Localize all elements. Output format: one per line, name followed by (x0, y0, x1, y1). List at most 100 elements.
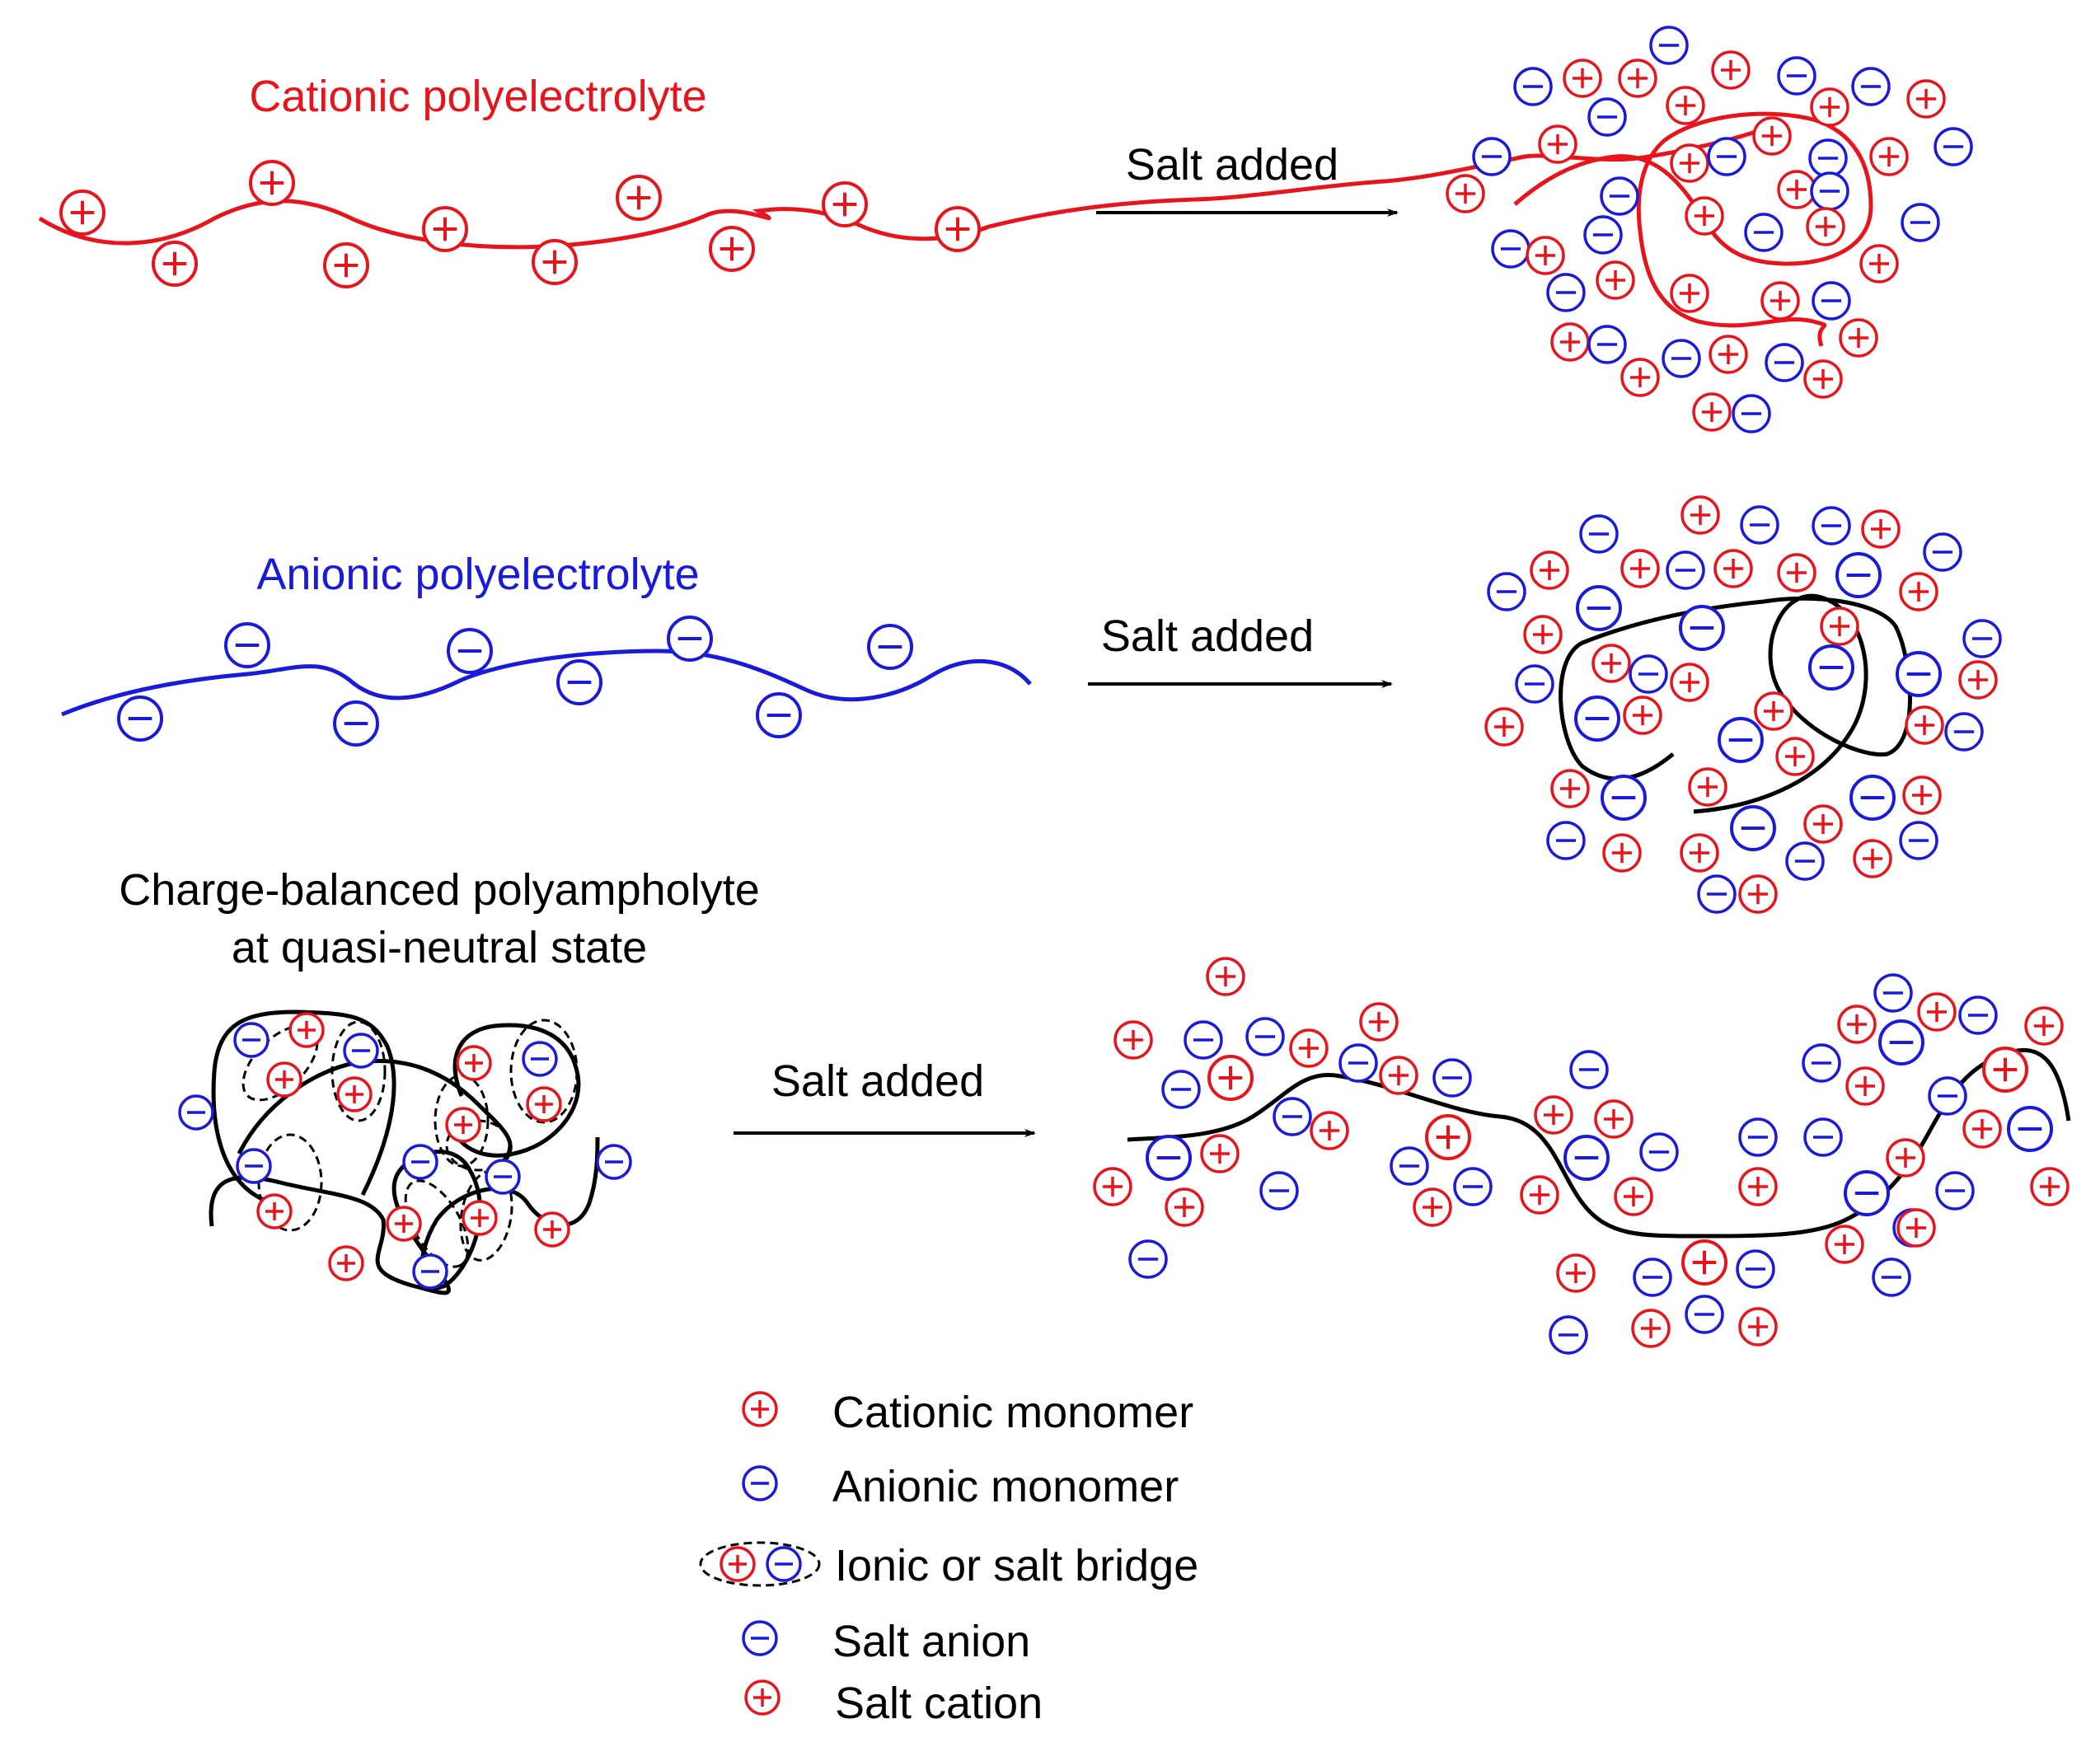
salt-cation (1859, 244, 1899, 283)
salt-anion (1453, 1167, 1493, 1206)
salt-cation (1591, 644, 1631, 683)
salt-anion (1730, 805, 1776, 851)
polyampholyte-title-line1: Charge-balanced polyampholyte (119, 865, 760, 915)
cationic-monomer (756, 692, 802, 738)
salt-cation (1982, 1047, 2028, 1093)
anion-icon (742, 1620, 778, 1656)
salt-anion (1777, 56, 1816, 96)
salt-anion (1765, 343, 1804, 382)
anionic-monomer (485, 1159, 521, 1195)
cationic-monomer (336, 1076, 373, 1112)
anionic-monomer (233, 1022, 270, 1058)
salt-cation (1602, 833, 1642, 873)
salt-cation (1631, 1309, 1671, 1348)
salt-bridge-outline (509, 1019, 579, 1124)
salt-cation (1902, 775, 1942, 815)
salt-cation (1803, 804, 1843, 844)
salt-anion (1923, 532, 1962, 572)
salt-cation (1820, 607, 1859, 646)
cationic-monomer (152, 241, 198, 287)
salt-anion (1872, 1258, 1911, 1297)
cationic-monomer (616, 175, 662, 221)
salt-anion (1697, 874, 1737, 914)
cationic-monomer (386, 1206, 422, 1242)
anionic-chain (61, 649, 1032, 717)
anionic-title: Anionic polyelectrolyte (256, 550, 699, 599)
salt-cation (1563, 59, 1602, 98)
salt-anion (1707, 137, 1746, 176)
salt-anion (1338, 1043, 1378, 1083)
salt-cation (1688, 767, 1727, 807)
legend-label-salt-cation: Salt cation (835, 1679, 1043, 1728)
salt-anion (1944, 712, 1984, 752)
salt-anion (1803, 1117, 1843, 1157)
cationic-monomer (462, 1200, 498, 1236)
salt-cation (1681, 1239, 1727, 1286)
salt-cation (1594, 1099, 1634, 1139)
cationic-monomer (532, 239, 578, 285)
salt-cation (1917, 992, 1957, 1032)
salt-cation (1207, 1055, 1254, 1101)
salt-cation (1526, 236, 1565, 275)
salt-anion (1744, 213, 1784, 252)
salt-cation (1738, 874, 1778, 914)
salt-cation (1760, 281, 1800, 321)
salt-anion (1600, 176, 1639, 216)
salt-anion (1679, 605, 1725, 651)
salt-cation (1839, 318, 1878, 358)
salt-bridge-outline (330, 1020, 387, 1122)
salt-cation (1530, 550, 1569, 590)
salt-cation (1692, 392, 1732, 432)
salt-cation (1359, 1002, 1399, 1042)
salt-cation (2024, 1006, 2064, 1046)
salt-cation (1093, 1167, 1132, 1206)
salt-cation (1680, 495, 1720, 535)
legend-label-cationic-monomer: Cationic monomer (832, 1388, 1193, 1437)
cationic-monomer (445, 1107, 481, 1143)
salt-anion (1569, 1050, 1609, 1089)
salt-cation (1775, 737, 1815, 776)
salt-anion (1849, 775, 1896, 821)
salt-cation (1845, 1066, 1885, 1106)
salt-anion (1935, 1171, 1975, 1211)
legend-item-anionic-monomer: Anionic monomer (742, 1462, 1179, 1511)
cationic-monomer (249, 160, 295, 206)
cationic-salted-ions (1446, 26, 1973, 433)
salt-cation (1896, 1208, 1936, 1248)
salt-cation (1709, 335, 1748, 374)
legend-item-salt-cation: Salt cation (744, 1679, 1043, 1728)
salt-anion (1546, 273, 1586, 312)
salt-anion (1587, 325, 1627, 364)
salt-cation (1713, 549, 1753, 588)
salt-cation (1899, 572, 1938, 611)
legend-item-cationic-monomer: Cationic monomer (742, 1388, 1193, 1437)
salt-anion (1601, 775, 1647, 821)
salt-cation (1869, 137, 1909, 176)
salt-anion (1161, 1070, 1201, 1109)
salt-anion (1808, 644, 1854, 691)
salt-cation (1550, 322, 1590, 362)
salt-cation (1670, 274, 1709, 313)
cationic-monomer (822, 181, 868, 227)
salt-anion (1432, 1058, 1472, 1098)
salt-cation (1853, 839, 1892, 878)
salt-cation (1618, 59, 1657, 98)
cationic-monomer (288, 1012, 325, 1048)
cationic-monomer (333, 700, 379, 747)
anionic-monomer (522, 1041, 558, 1077)
salt-cation (1623, 696, 1662, 735)
salt-anion (1146, 1135, 1192, 1181)
salt-cation (1905, 705, 1944, 745)
salt-anion (1958, 995, 1998, 1035)
salt-anion (1666, 550, 1705, 590)
salt-cation (1962, 1109, 2002, 1149)
cationic-monomer (224, 622, 270, 668)
anionic-monomer (178, 1094, 214, 1131)
salt-cation (1825, 1225, 1864, 1264)
salt-anion (1639, 1132, 1679, 1172)
salt-anion (1812, 506, 1851, 546)
salt-anion (1245, 1017, 1285, 1056)
cationic-monomer (447, 628, 493, 674)
